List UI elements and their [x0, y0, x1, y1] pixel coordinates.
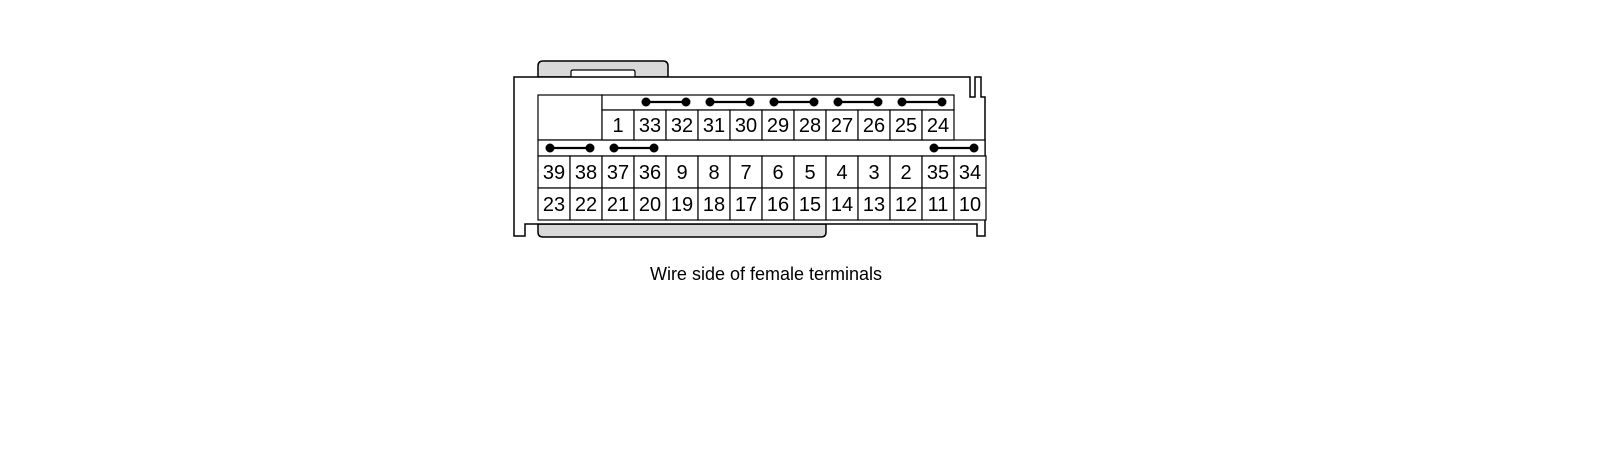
- terminal-cell: [665, 109, 699, 141]
- jumper-dot: [681, 97, 691, 107]
- terminal-number: 36: [639, 162, 661, 184]
- jumper-dot: [809, 97, 819, 107]
- bottom-rail: [537, 223, 827, 238]
- jumper-dot: [745, 97, 755, 107]
- terminal-cell: [857, 109, 891, 141]
- terminal-cell: [537, 187, 571, 221]
- terminal-number: 14: [831, 194, 853, 216]
- terminal-number: 3: [868, 162, 879, 184]
- terminal-cell: [601, 109, 635, 141]
- jumper-dot: [545, 143, 555, 153]
- blank-cavity-block: [537, 94, 603, 141]
- terminal-number: 28: [799, 115, 821, 137]
- terminal-number: 24: [927, 115, 949, 137]
- terminal-number: 10: [959, 194, 981, 216]
- terminal-cell: [729, 109, 763, 141]
- terminal-number: 12: [895, 194, 917, 216]
- jumper-dot: [649, 143, 659, 153]
- terminal-number: 1: [612, 115, 623, 137]
- terminal-cell: [825, 109, 859, 141]
- terminal-cell: [953, 155, 987, 189]
- jumper-dot: [897, 97, 907, 107]
- terminal-number: 22: [575, 194, 597, 216]
- terminal-number: 38: [575, 162, 597, 184]
- terminal-number: 17: [735, 194, 757, 216]
- terminal-cell: [665, 155, 699, 189]
- terminal-number: 11: [928, 194, 949, 216]
- terminal-number: 21: [607, 194, 629, 216]
- terminal-cell: [697, 109, 731, 141]
- terminal-cell: [665, 187, 699, 221]
- terminal-number: 30: [735, 115, 757, 137]
- terminal-cell: [857, 155, 891, 189]
- jumper-dot: [641, 97, 651, 107]
- jumper-dot: [609, 143, 619, 153]
- jumper-dot: [969, 143, 979, 153]
- jumper-dot: [833, 97, 843, 107]
- terminal-number: 23: [543, 194, 565, 216]
- terminal-cell: [761, 109, 795, 141]
- jumper-dot: [769, 97, 779, 107]
- jumper-dot: [873, 97, 883, 107]
- terminal-number: 2: [900, 162, 911, 184]
- terminal-number: 4: [836, 162, 847, 184]
- terminal-cell: [953, 187, 987, 221]
- terminal-number: 6: [772, 162, 783, 184]
- terminal-number: 16: [767, 194, 789, 216]
- terminal-cell: [793, 109, 827, 141]
- terminal-cell: [889, 109, 923, 141]
- locking-tab: [537, 60, 669, 78]
- terminal-number: 18: [703, 194, 725, 216]
- terminal-number: 32: [671, 115, 693, 137]
- terminal-number: 20: [639, 194, 661, 216]
- terminal-number: 5: [804, 162, 815, 184]
- terminal-cell: [569, 187, 603, 221]
- terminal-number: 37: [607, 162, 629, 184]
- terminal-number: 8: [708, 162, 719, 184]
- terminal-cell: [921, 187, 955, 221]
- terminal-cell: [793, 187, 827, 221]
- terminal-cell: [921, 109, 955, 141]
- jumper-dot: [937, 97, 947, 107]
- terminal-number: 19: [671, 194, 693, 216]
- terminal-number: 29: [767, 115, 789, 137]
- terminal-number: 9: [676, 162, 687, 184]
- jumper-dot: [705, 97, 715, 107]
- jumper-dot: [929, 143, 939, 153]
- terminal-cell: [633, 187, 667, 221]
- jumper-links: [545, 97, 979, 153]
- jumper-strip-mid: [537, 139, 986, 157]
- terminal-number: 34: [959, 162, 981, 184]
- terminal-number: 25: [895, 115, 917, 137]
- terminal-cell: [761, 155, 795, 189]
- terminal-number: 31: [703, 115, 725, 137]
- terminal-cell: [633, 155, 667, 189]
- terminal-cell: [601, 187, 635, 221]
- terminal-cell: [825, 155, 859, 189]
- terminal-number: 26: [863, 115, 885, 137]
- caption: Wire side of female terminals: [650, 264, 882, 284]
- terminal-number: 27: [831, 115, 853, 137]
- terminal-number: 35: [927, 162, 949, 184]
- terminal-number: 39: [543, 162, 565, 184]
- terminal-number: 13: [863, 194, 885, 216]
- jumper-dot: [585, 143, 595, 153]
- terminal-number: 7: [740, 162, 751, 184]
- terminal-number: 15: [799, 194, 821, 216]
- terminal-number: 33: [639, 115, 661, 137]
